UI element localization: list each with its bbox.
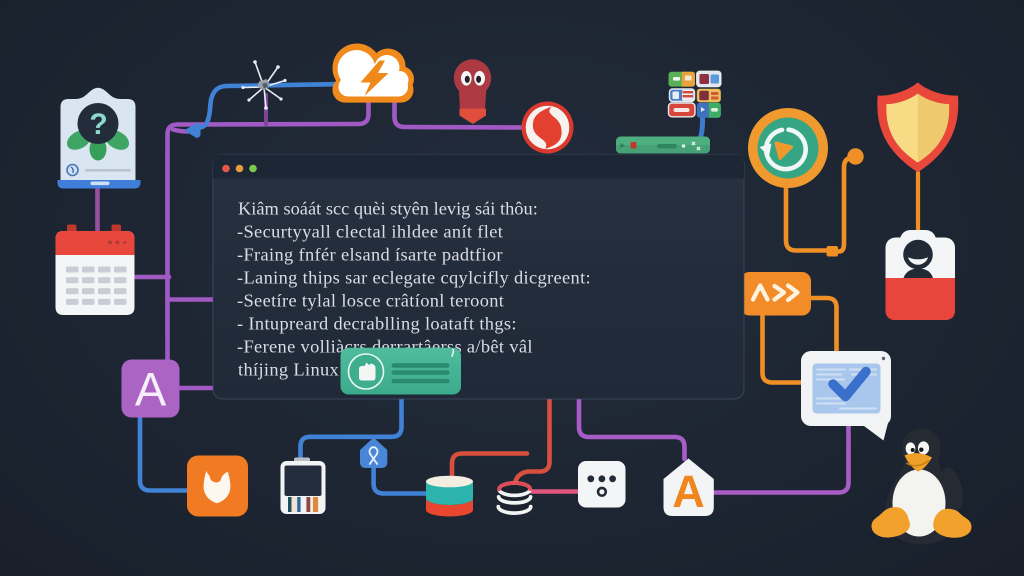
svg-text:A: A <box>672 466 705 517</box>
svg-text:Kiâm soáát scc quèi styên levi: Kiâm soáát scc quèi styên levig sái thôu… <box>238 199 538 219</box>
svg-text:-Securtyyall clectal ihldee an: -Securtyyall clectal ihldee anít flet <box>237 222 503 242</box>
svg-text:-Laning thips sar eclegate cqy: -Laning thips sar eclegate cqylcifly dic… <box>237 268 591 288</box>
svg-text:A: A <box>135 363 167 416</box>
svg-text:?: ? <box>89 108 107 141</box>
svg-text:thíjing Linux: thíjing Linux <box>238 360 339 380</box>
svg-text:-Fraing fnfér elsand ísarte pa: -Fraing fnfér elsand ísarte padtfior <box>237 245 503 265</box>
svg-text:-Seetíre tylal losce crâtíonl: -Seetíre tylal losce crâtíonl teroont <box>237 291 504 311</box>
svg-text:- Intupreard decrablling loata: - Intupreard decrablling loataft thgs: <box>237 314 517 334</box>
